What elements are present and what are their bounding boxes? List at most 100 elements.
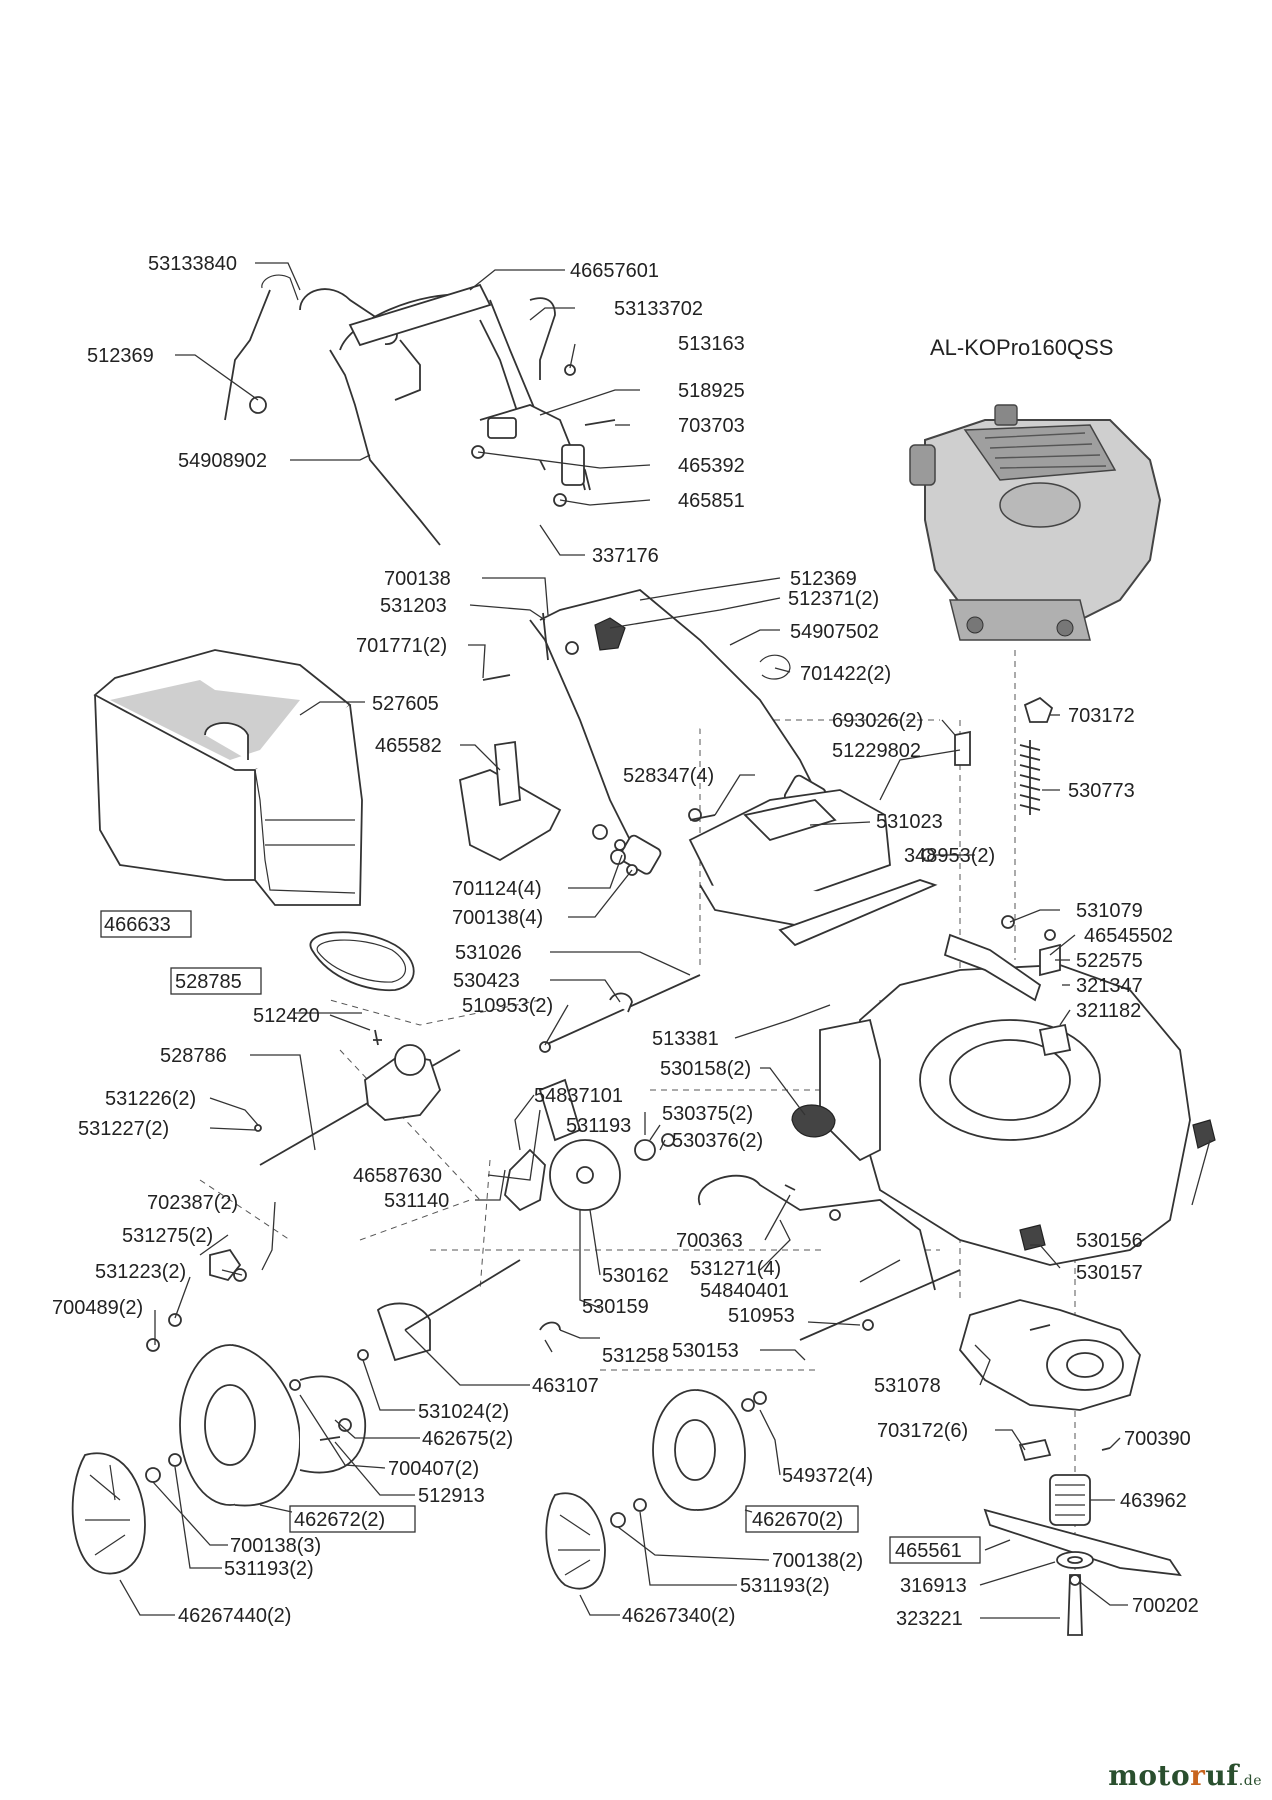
wheel-cap-530157-icon bbox=[1019, 1224, 1046, 1251]
control-lever-block bbox=[487, 417, 517, 439]
lever-46587630 bbox=[538, 1078, 582, 1142]
upper-handle-assembly bbox=[224, 274, 616, 546]
axle-bracket-463107 bbox=[376, 1302, 431, 1362]
blade-assembly bbox=[959, 1299, 1182, 1636]
label-528785: 528785 bbox=[175, 971, 242, 993]
bolt-693026-icon bbox=[954, 730, 971, 766]
label-530158: 530158(2) bbox=[660, 1058, 751, 1080]
engine-mount-parts bbox=[954, 696, 1054, 815]
key-700390-icon bbox=[1101, 1447, 1111, 1451]
label-531140: 531140 bbox=[384, 1190, 449, 1212]
washer-549372b-icon bbox=[753, 1391, 767, 1405]
label-549372: 549372(4) bbox=[782, 1465, 873, 1487]
label-512371: 512371(2) bbox=[788, 588, 879, 610]
grass-catcher-handle bbox=[204, 722, 249, 760]
label-463107: 463107 bbox=[532, 1375, 599, 1397]
label-530153: 530153 bbox=[672, 1340, 739, 1362]
label-530376: 530376(2) bbox=[672, 1130, 763, 1152]
label-510953: 510953 bbox=[728, 1305, 795, 1327]
label-512420: 512420 bbox=[253, 1005, 320, 1027]
engine-al-ko-pro160qss bbox=[909, 404, 1162, 641]
deck-cover bbox=[688, 789, 938, 947]
engine-model-label: AL-KOPro160QSS bbox=[930, 335, 1113, 360]
label-321182: 321182 bbox=[1076, 1000, 1141, 1022]
washer-531024-icon bbox=[357, 1349, 369, 1361]
label-693026: 693026(2) bbox=[832, 710, 923, 732]
label-701124: 701124(4) bbox=[452, 878, 542, 900]
label-boxes bbox=[100, 910, 981, 1564]
watermark-brand-pre: moto bbox=[1108, 1759, 1191, 1792]
gear-530375-icon bbox=[634, 1139, 656, 1161]
washer-549372a-icon bbox=[741, 1398, 755, 1412]
hub-cap-46267340 bbox=[545, 1492, 606, 1590]
label-530156: 530156 bbox=[1076, 1230, 1143, 1252]
label-53133840: 53133840 bbox=[148, 253, 237, 275]
label-530162: 530162 bbox=[602, 1265, 669, 1287]
label-700138-top: 700138 bbox=[384, 568, 451, 590]
drive-belt bbox=[309, 931, 415, 992]
bracket-46545502 bbox=[943, 933, 1042, 1002]
screw-701771-icon bbox=[482, 674, 511, 681]
bolt-528347-icon bbox=[689, 814, 716, 821]
label-530423: 530423 bbox=[453, 970, 520, 992]
label-531193-right: 531193(2) bbox=[740, 1575, 830, 1597]
blade-hub-463962 bbox=[1049, 1474, 1091, 1526]
washer-700407-icon bbox=[289, 1379, 301, 1391]
deflector bbox=[458, 740, 562, 862]
label-463962: 463962 bbox=[1120, 1490, 1187, 1512]
label-702387: 702387(2) bbox=[147, 1192, 238, 1214]
cap-nut-701124a-icon bbox=[592, 824, 608, 840]
label-531023: 531023 bbox=[876, 811, 943, 833]
bushing-530158-icon bbox=[791, 1104, 836, 1138]
hub-cap-46267440 bbox=[71, 1452, 146, 1575]
label-530157: 530157 bbox=[1076, 1262, 1143, 1284]
label-530773: 530773 bbox=[1068, 780, 1135, 802]
screw-703703-icon bbox=[584, 419, 616, 426]
washer-531193b-icon bbox=[168, 1453, 182, 1467]
label-528347: 528347(4) bbox=[623, 765, 714, 787]
label-700390: 700390 bbox=[1124, 1428, 1191, 1450]
label-530375: 530375(2) bbox=[662, 1103, 753, 1125]
nut-700138d-icon bbox=[610, 1512, 626, 1528]
label-465392: 465392 bbox=[678, 455, 745, 477]
label-531024: 531024(2) bbox=[418, 1401, 509, 1423]
nut-703172-icon bbox=[1023, 696, 1054, 723]
label-531193: 531193 bbox=[566, 1115, 631, 1137]
label-531226: 531226(2) bbox=[105, 1088, 196, 1110]
label-531223: 531223(2) bbox=[95, 1261, 186, 1283]
lower-handle-assembly bbox=[482, 589, 827, 876]
label-316913: 316913 bbox=[900, 1575, 967, 1597]
rear-axle-rod bbox=[539, 974, 701, 1053]
watermark-brand-post: uf bbox=[1205, 1759, 1239, 1792]
spring-512420-icon bbox=[373, 1029, 382, 1046]
screw-700363-icon bbox=[829, 1209, 841, 1221]
part-labels: AL-KOPro160QSS 53133840 46657601 5313370… bbox=[52, 253, 1199, 1630]
mower-deck bbox=[819, 915, 1216, 1266]
label-703172: 703172 bbox=[1068, 705, 1135, 727]
upper-handle-left-rail bbox=[329, 349, 441, 546]
label-46267340: 46267340(2) bbox=[622, 1605, 735, 1627]
label-531079: 531079 bbox=[1076, 900, 1143, 922]
label-531271: 531271(4) bbox=[690, 1258, 781, 1280]
label-54908902: 54908902 bbox=[178, 450, 267, 472]
washer-530376-icon bbox=[661, 1133, 675, 1147]
screw-531271-icon bbox=[784, 1184, 796, 1191]
handle-grip bbox=[348, 283, 492, 347]
label-462672: 462672(2) bbox=[294, 1509, 385, 1531]
grass-catcher bbox=[93, 649, 363, 906]
label-348953: 348953(2) bbox=[904, 845, 995, 867]
label-337176: 337176 bbox=[592, 545, 659, 567]
label-522575: 522575 bbox=[1076, 950, 1143, 972]
washer-510953b-icon bbox=[862, 1319, 874, 1331]
label-46587630: 46587630 bbox=[353, 1165, 442, 1187]
label-531193-left: 531193(2) bbox=[224, 1558, 314, 1580]
label-700363: 700363 bbox=[676, 1230, 743, 1252]
washer-510953-icon bbox=[539, 1041, 551, 1053]
label-465561: 465561 bbox=[895, 1540, 962, 1562]
screw-512913-icon bbox=[319, 1436, 341, 1441]
bolt-531203-icon bbox=[542, 612, 549, 661]
label-701771: 701771(2) bbox=[356, 635, 447, 657]
label-46545502: 46545502 bbox=[1084, 925, 1173, 947]
label-700138-2: 700138(2) bbox=[772, 1550, 863, 1572]
label-54840401: 54840401 bbox=[700, 1280, 789, 1302]
